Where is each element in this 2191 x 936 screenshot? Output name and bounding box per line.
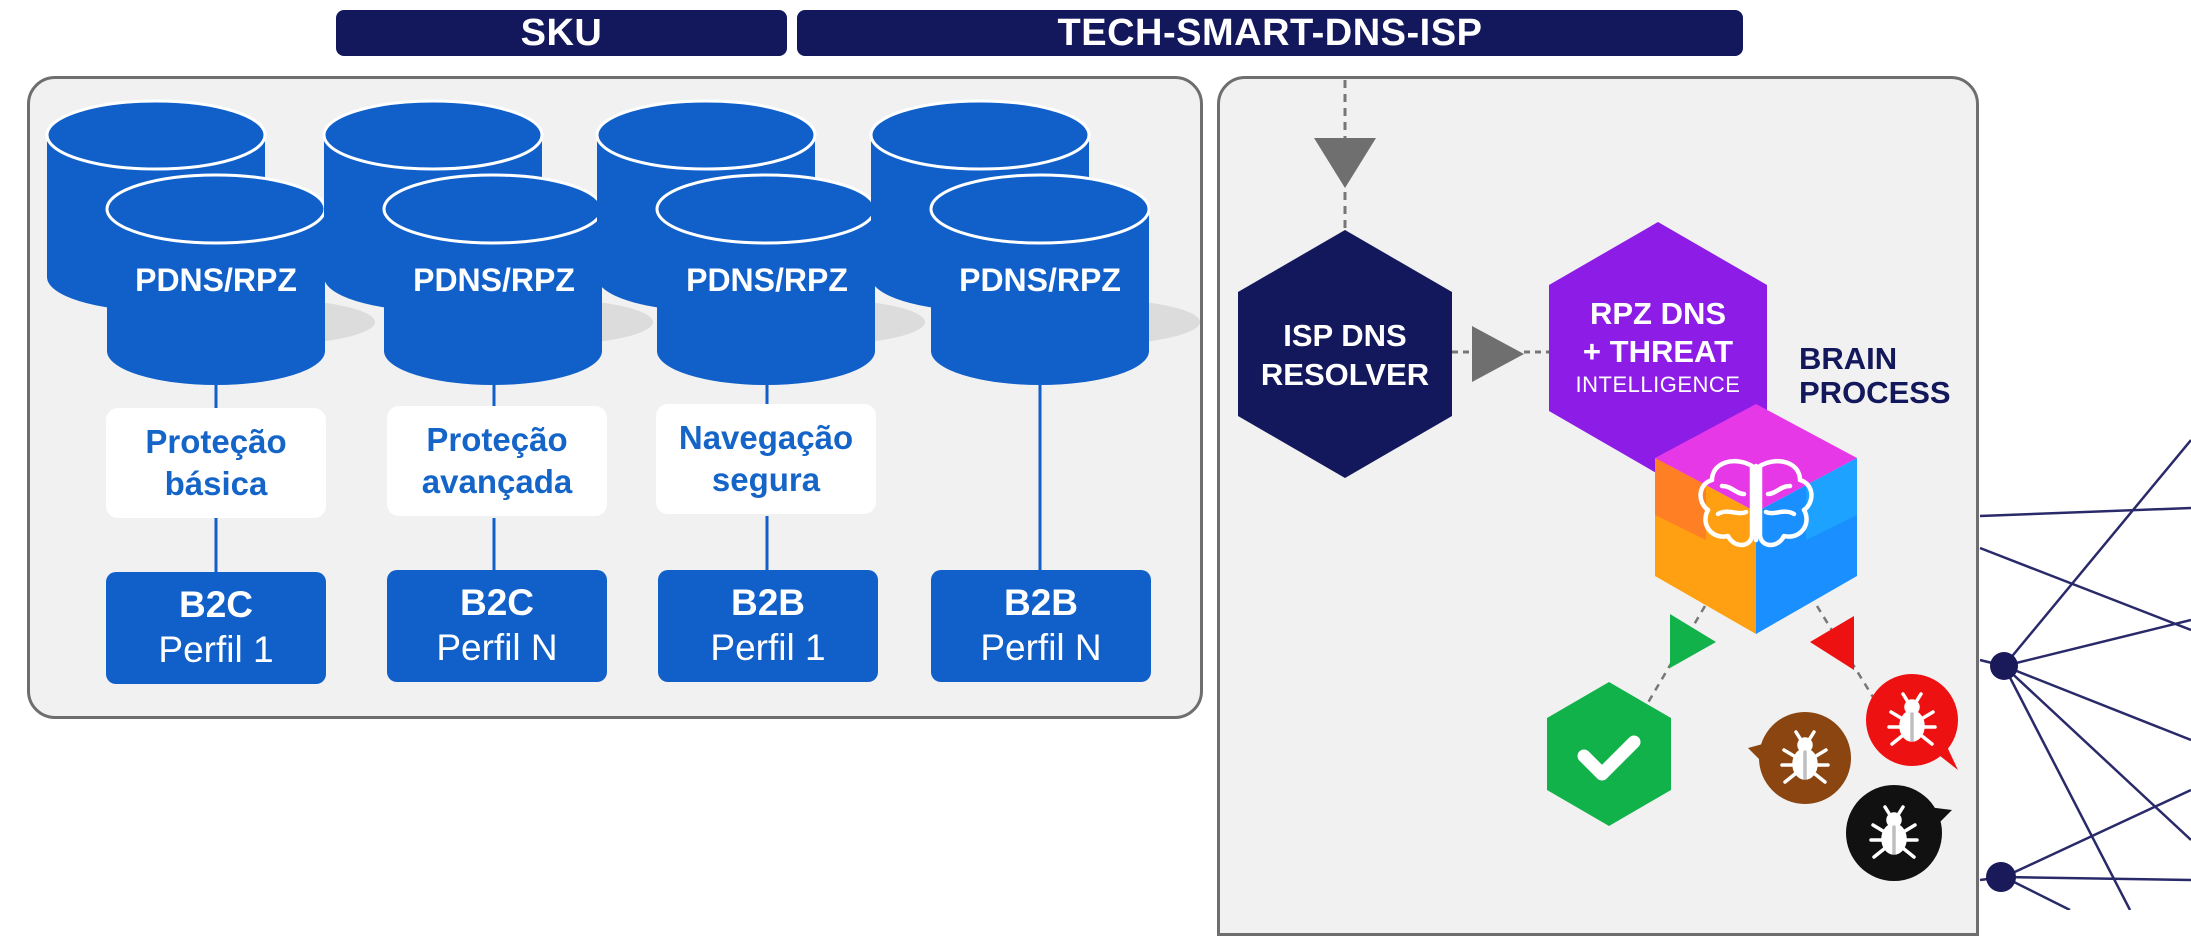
profile-label: Perfil 1 [158, 629, 274, 670]
database-stack-4 [869, 99, 1200, 387]
resolver-hexagon [1238, 230, 1452, 478]
diagram-graphics [45, 80, 2191, 910]
resolver-line: RESOLVER [1260, 357, 1430, 392]
db-label-4: PDNS/RPZ [959, 262, 1121, 298]
rpz-hexagon [1549, 222, 1767, 474]
right-arrow-icon [1472, 326, 1524, 382]
service-box-safe-browsing: Navegação segura [656, 404, 876, 514]
product-title: TECH-SMART-DNS-ISP [1057, 11, 1483, 54]
service-box-advanced: Proteção avançada [387, 406, 607, 516]
database-stack-1 [45, 99, 375, 387]
rpz-line-1: RPZ DNS [1589, 296, 1727, 331]
brain-icon [1698, 459, 1814, 548]
service-line: avançada [421, 463, 573, 500]
service-line: Proteção [145, 423, 287, 460]
network-node [1990, 652, 2018, 680]
network-node [1986, 862, 2016, 892]
profile-box-b2c-1: B2C Perfil 1 [106, 572, 326, 684]
rpz-line-2: + THREAT [1582, 334, 1734, 369]
db-label-1: PDNS/RPZ [135, 262, 297, 298]
down-arrow-icon [1314, 138, 1376, 188]
segment-label: B2B [1003, 582, 1079, 623]
product-header: TECH-SMART-DNS-ISP [797, 10, 1743, 56]
segment-label: B2C [459, 582, 535, 623]
profile-label: Perfil N [980, 627, 1102, 668]
resolver-line: ISP DNS [1283, 318, 1407, 353]
profile-box-b2c-n: B2C Perfil N [387, 570, 607, 682]
rpz-line-3: INTELLIGENCE [1575, 372, 1741, 397]
segment-label: B2C [178, 584, 254, 625]
connectors [214, 350, 1042, 574]
network-graphic [1979, 439, 2191, 910]
db-label-2: PDNS/RPZ [413, 262, 575, 298]
brain-line: BRAIN [1799, 341, 1898, 376]
db-label-3: PDNS/RPZ [686, 262, 848, 298]
sku-title: SKU [520, 11, 603, 54]
profile-label: Perfil N [436, 627, 558, 668]
sku-header: SKU [336, 10, 787, 56]
allowed-hexagon [1547, 682, 1671, 826]
resolver-label: ISP DNS RESOLVER [1238, 316, 1452, 394]
checkmark-icon [1577, 735, 1641, 781]
profile-box-b2b-n: B2B Perfil N [931, 570, 1151, 682]
service-line: Navegação [678, 419, 854, 456]
profile-label: Perfil 1 [710, 627, 826, 668]
profile-box-b2b-1: B2B Perfil 1 [658, 570, 878, 682]
service-line: Proteção [426, 421, 568, 458]
allowed-arrow-icon [1670, 614, 1716, 668]
segment-label: B2B [730, 582, 806, 623]
service-line: básica [164, 465, 268, 502]
brain-process-label: BRAIN PROCESS [1799, 342, 1951, 410]
rpz-label: RPZ DNS + THREAT INTELLIGENCE [1549, 295, 1767, 399]
database-stack-3 [595, 99, 925, 387]
service-line: segura [711, 461, 821, 498]
service-box-basic: Proteção básica [106, 408, 326, 518]
database-stack-2 [322, 99, 653, 387]
blocked-arrow-icon [1810, 616, 1854, 670]
flow-arrows [1314, 80, 1878, 707]
brain-line: PROCESS [1799, 375, 1951, 410]
